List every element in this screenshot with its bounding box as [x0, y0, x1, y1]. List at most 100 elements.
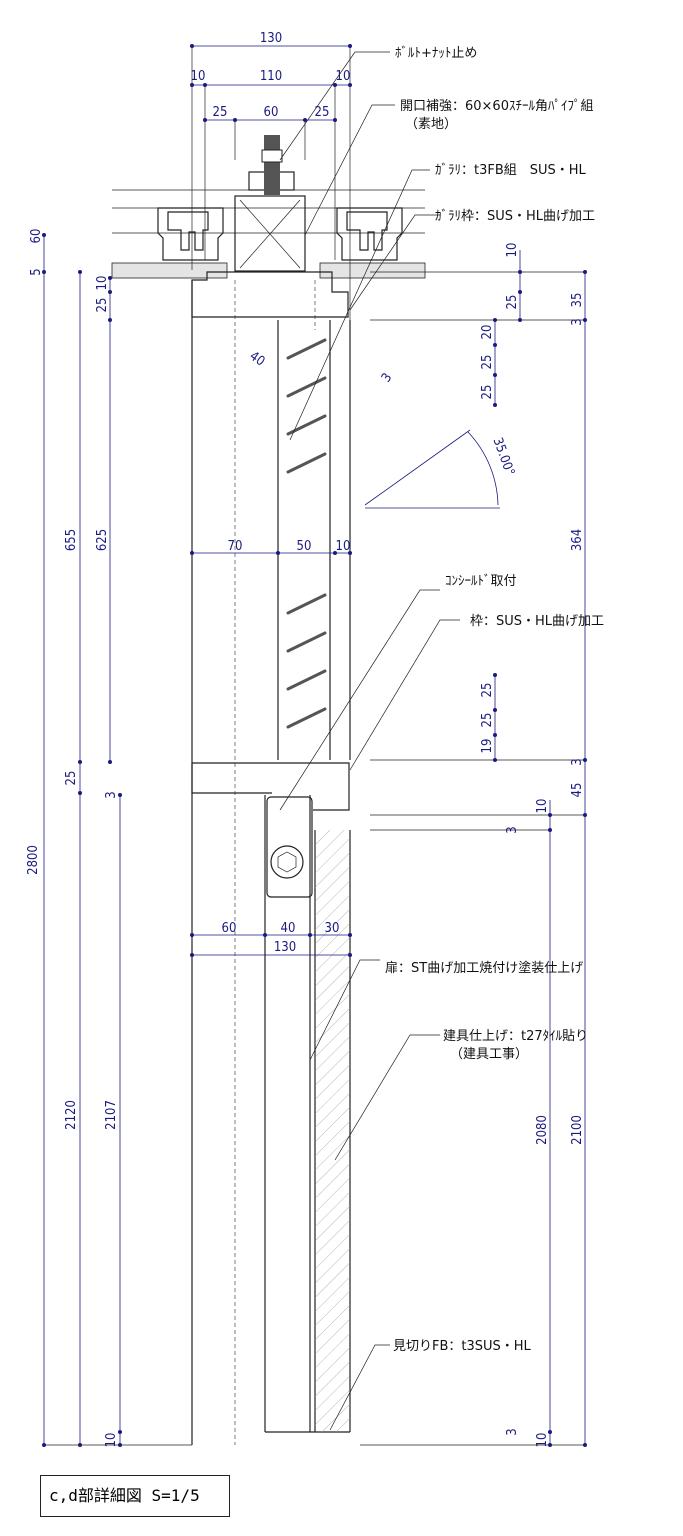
louver-gap-label: 3 — [379, 371, 396, 386]
dimension-tick — [42, 1443, 46, 1447]
dimension-tick — [548, 828, 552, 832]
dim-right-3c: 3 — [505, 826, 520, 833]
dim-right-3d: 3 — [505, 1428, 520, 1435]
dim-left-625: 625 — [95, 529, 110, 551]
note-reinforce-sub: （素地） — [405, 117, 457, 132]
dim-right-10c: 10 — [535, 1433, 550, 1448]
dimension-tick — [108, 318, 112, 322]
dim-left-2107: 2107 — [104, 1100, 119, 1130]
dimension-tick — [108, 290, 112, 294]
dim-mid-10: 10 — [336, 539, 351, 554]
dim-right-10: 10 — [505, 243, 520, 258]
dimension-tick — [42, 233, 46, 237]
dimension-tick — [548, 1430, 552, 1434]
dim-right-3: 3 — [570, 318, 585, 325]
annotations: ﾎﾞﾙﾄ+ﾅｯﾄ止め 開口補強：60×60ｽﾁｰﾙ角ﾊﾟｲﾌﾟ組 （素地） ｶﾞ… — [279, 46, 604, 1431]
dimension-tick — [583, 270, 587, 274]
note-bolt: ﾎﾞﾙﾄ+ﾅｯﾄ止め — [395, 46, 477, 61]
dimension-tick — [583, 813, 587, 817]
dimension-tick — [348, 83, 352, 87]
dim-right-35: 35 — [570, 293, 585, 308]
dim-left-3: 3 — [104, 791, 119, 798]
dimension-tick — [118, 1430, 122, 1434]
note-gallery: ｶﾞﾗﾘ：t3FB組 SUS・HL — [435, 163, 587, 178]
dim-bottom-60: 60 — [222, 921, 237, 936]
c-channel-right — [336, 207, 403, 261]
dimension-tick — [190, 953, 194, 957]
dim-left-655: 655 — [64, 529, 79, 551]
tile-finish — [315, 830, 350, 1432]
concealed-closer — [266, 796, 313, 898]
dimension-tick — [42, 270, 46, 274]
dimension-tick — [493, 758, 497, 762]
dimension-tick — [518, 318, 522, 322]
dimension-tick — [233, 118, 237, 122]
dim-left-2800: 2800 — [26, 845, 41, 875]
dim-right-10b: 10 — [535, 799, 550, 814]
dimension-tick — [493, 403, 497, 407]
dimension-tick — [108, 276, 112, 280]
dimension-tick — [493, 343, 497, 347]
dimension-tick — [333, 118, 337, 122]
dimension-tick — [348, 933, 352, 937]
note-reinforce: 開口補強：60×60ｽﾁｰﾙ角ﾊﾟｲﾌﾟ組 — [400, 99, 593, 114]
dim-left-25b: 25 — [64, 771, 79, 786]
frame-lines — [191, 45, 351, 1445]
dim-right-364: 364 — [570, 529, 585, 551]
dimension-tick — [348, 953, 352, 957]
dimension-tick — [118, 1443, 122, 1447]
louver-blade — [286, 669, 327, 691]
louver-pitch-label: 40 — [247, 349, 268, 370]
dimension-tick — [303, 118, 307, 122]
dimension-tick — [493, 673, 497, 677]
c-channel-left — [157, 207, 224, 261]
dim-right-20: 20 — [480, 325, 495, 340]
note-finish-sub: （建具工事） — [450, 1047, 528, 1062]
frame-bottom — [191, 762, 350, 811]
dimension-tick — [78, 1443, 82, 1447]
dimension-tick — [190, 551, 194, 555]
dim-right-19: 19 — [480, 739, 495, 754]
louver-angle-label: 35.00° — [490, 436, 518, 478]
dimension-tick — [108, 760, 112, 764]
drawing-title: c,d部詳細図 S=1/5 — [40, 1475, 230, 1517]
dimension-tick — [78, 760, 82, 764]
dim-mid-70: 70 — [228, 539, 243, 554]
dim-right-25c: 25 — [480, 683, 495, 698]
dim-top-60: 60 — [264, 105, 279, 120]
dimension-tick — [518, 290, 522, 294]
louver-blade — [286, 631, 327, 653]
dim-bottom-40: 40 — [281, 921, 296, 936]
note-gallery-frame: ｶﾞﾗﾘ枠：SUS・HL曲げ加工 — [435, 209, 595, 224]
louver-blade — [286, 338, 327, 360]
dim-left-2120: 2120 — [64, 1100, 79, 1130]
dim-top-10a: 10 — [191, 69, 206, 84]
note-door: 扉：ST曲げ加工焼付け塗装仕上げ — [385, 960, 583, 976]
dimension-tick — [493, 708, 497, 712]
dimension-tick — [190, 933, 194, 937]
louver-blade — [286, 593, 327, 615]
dimension-tick — [518, 270, 522, 274]
louver-blade — [286, 707, 327, 729]
dimension-tick — [348, 44, 352, 48]
steel-square-pipe — [234, 195, 306, 272]
gallery-frame-top — [191, 271, 349, 318]
dimension-tick — [583, 1443, 587, 1447]
dimension-tick — [583, 758, 587, 762]
dim-right-3b: 3 — [570, 758, 585, 765]
dimension-tick — [263, 933, 267, 937]
dimension-tick — [78, 270, 82, 274]
dim-top-10b: 10 — [336, 69, 351, 84]
dimension-ticks — [42, 44, 587, 1447]
dimension-tick — [333, 83, 337, 87]
note-concealed: ｺﾝｼｰﾙﾄﾞ取付 — [445, 574, 517, 589]
dim-right-2080: 2080 — [535, 1115, 550, 1145]
dimension-tick — [118, 793, 122, 797]
dimension-tick — [333, 551, 337, 555]
ceiling-board-right — [319, 262, 426, 279]
dim-top-25b: 25 — [315, 105, 330, 120]
dimension-tick — [203, 118, 207, 122]
dim-right-2100: 2100 — [570, 1115, 585, 1145]
note-frame: 枠：SUS・HL曲げ加工 — [470, 614, 604, 629]
